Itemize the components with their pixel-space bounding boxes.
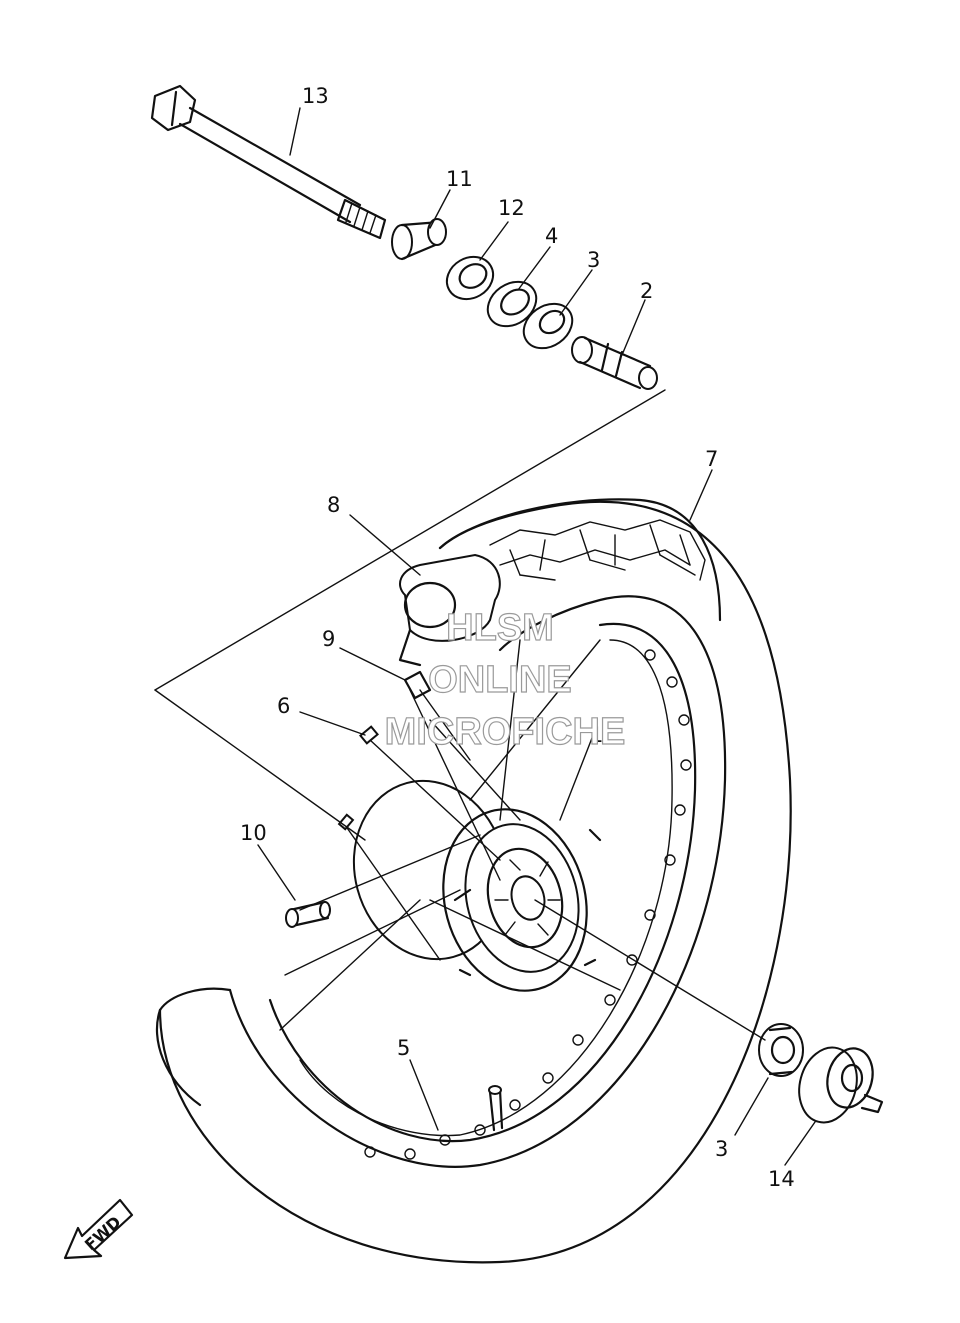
meter-gear-part-14[interactable] [791, 1041, 884, 1129]
axle-part-13[interactable] [150, 84, 387, 240]
callout-2: 2 [640, 279, 653, 303]
callout-6: 6 [277, 694, 290, 718]
callout-8: 8 [327, 493, 340, 517]
callout-12: 12 [498, 196, 525, 220]
callout-3-upper: 3 [587, 248, 600, 272]
callout-1: 1 [590, 723, 603, 747]
watermark-line-3: MICROFICHE [385, 711, 626, 753]
tire-part-7[interactable] [155, 498, 792, 1264]
watermark-line-1: HLSM [446, 607, 554, 649]
spacer-part-2[interactable] [571, 336, 658, 390]
assembly-lines [154, 389, 766, 1041]
callout-5: 5 [397, 1036, 410, 1060]
callout-3-lower: 3 [715, 1137, 728, 1161]
collar-part-11[interactable] [391, 218, 447, 261]
callout-9: 9 [322, 627, 335, 651]
callout-11: 11 [446, 167, 473, 191]
fwd-direction-badge: FWD [63, 1198, 134, 1260]
callout-14: 14 [768, 1167, 795, 1191]
rim-part-5[interactable] [228, 595, 727, 1168]
hub-part-1[interactable] [334, 764, 606, 1007]
callout-4: 4 [545, 224, 558, 248]
bearing-part-4[interactable] [479, 273, 545, 336]
oil-seal-part-12[interactable] [439, 249, 501, 308]
leader-lines [257, 107, 816, 1166]
tube-part-8[interactable] [398, 553, 501, 667]
watermark-line-2: ONLINE [428, 659, 572, 701]
watermark: HLSM ONLINE MICROFICHE [384, 606, 626, 753]
callout-labels: 13 11 12 4 3 2 7 8 9 6 1 10 5 3 14 [240, 84, 795, 1191]
rim-band-part-9[interactable] [403, 670, 471, 761]
spoke-nipple-part-10[interactable] [285, 900, 331, 928]
spokes-part-6[interactable] [279, 639, 621, 1031]
callout-7: 7 [705, 447, 718, 471]
bearing-part-3-lower[interactable] [758, 1023, 804, 1077]
callout-10: 10 [240, 821, 267, 845]
arrow-down-left-icon [63, 1198, 134, 1260]
callout-13: 13 [302, 84, 329, 108]
